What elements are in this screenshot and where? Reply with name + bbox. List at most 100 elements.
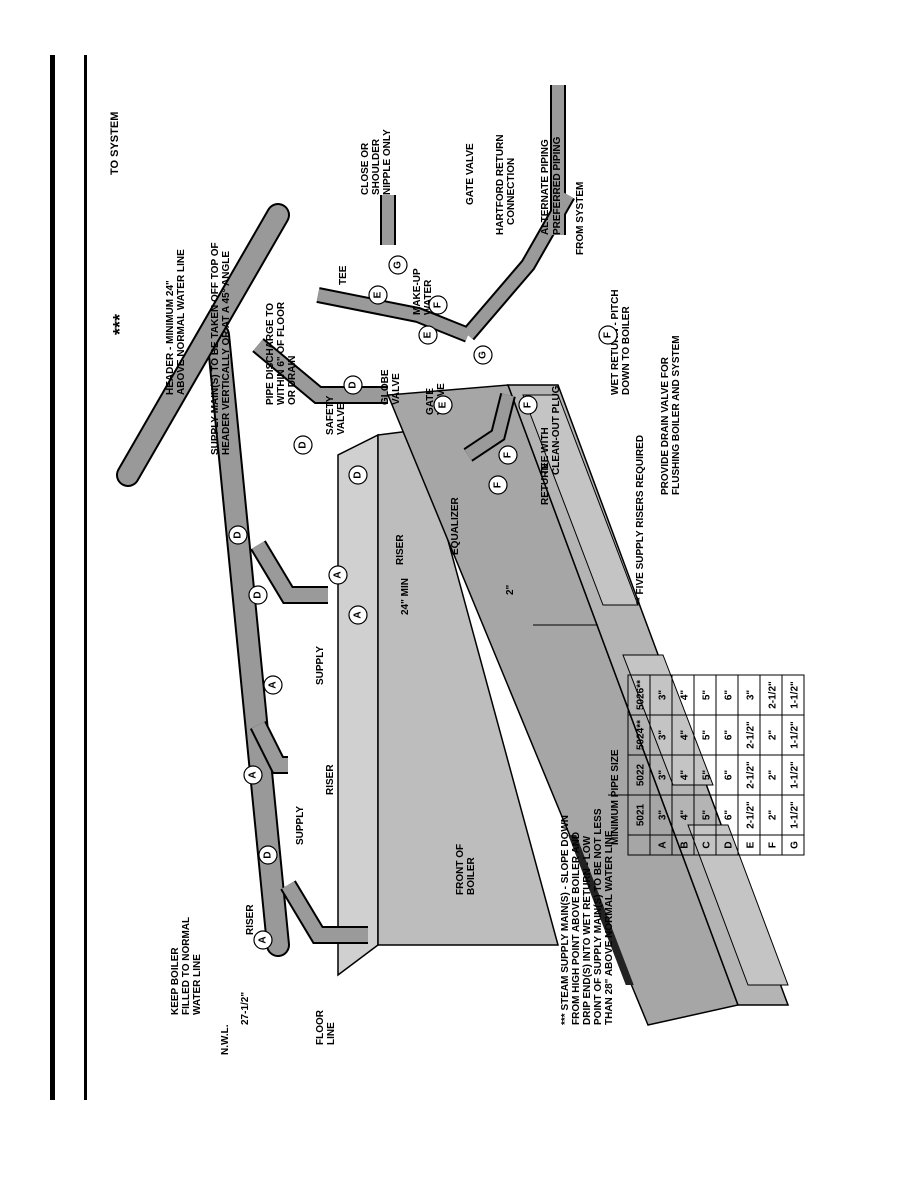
callout-circle: [598, 325, 618, 345]
callout-circle: [473, 345, 493, 365]
safety-valve-label: SAFETY: [325, 395, 336, 435]
pipe-table-cell: 4": [679, 730, 690, 741]
drain-valve-label-2: FLUSHING BOILER AND SYSTEM: [671, 335, 682, 495]
hartford-label: HARTFORD RETURN: [495, 134, 506, 235]
pipe-table-title: MINIMUM PIPE SIZE: [610, 749, 621, 845]
pipe-table-cell: 6": [723, 690, 734, 701]
gate-valve-top-label: GATE VALVE: [465, 143, 476, 205]
to-system-pipe: [116, 203, 290, 487]
callout-letter: F: [523, 402, 534, 408]
wet-return-label-2: DOWN TO BOILER: [621, 306, 632, 395]
pipe-size-table: MINIMUM PIPE SIZE 502150225024**5026**A3…: [610, 674, 805, 856]
pipe-discharge-label-3: OR DRAIN: [287, 356, 298, 405]
pipe-table-column-header: 5022: [635, 763, 646, 786]
pipe-table-column-header: 5021: [635, 803, 646, 826]
callout-letter: A: [353, 611, 364, 618]
pipe-table-row-key: E: [745, 841, 756, 848]
pipe-table-cell: 3": [657, 810, 668, 821]
right-margin-line: [84, 55, 87, 1100]
callout-letter: D: [233, 531, 244, 538]
tee-cleanout-label-2: CLEAN-OUT PLUG: [551, 385, 562, 475]
from-system-label: FROM SYSTEM: [575, 182, 586, 255]
pipe-table-cell: 5": [701, 690, 712, 701]
pipe-table-row-key: C: [701, 841, 712, 848]
pipe-table-cell: 6": [723, 730, 734, 741]
callout-letter: G: [393, 261, 404, 269]
callout-letter: D: [353, 471, 364, 478]
close-nipple-label-2: SHOULDER: [371, 138, 382, 195]
left-margin-bar: [50, 55, 55, 1100]
callout-letter: A: [248, 771, 259, 778]
to-system-label: TO SYSTEM: [109, 112, 121, 175]
callout-circle: [368, 285, 388, 305]
pipe-table-cell: 5": [701, 770, 712, 781]
hartford-label-2: CONNECTION: [506, 158, 517, 225]
drain-valve-label: PROVIDE DRAIN VALVE FOR: [660, 356, 671, 495]
globe-valve-label: GLOBE: [380, 369, 391, 405]
callout-circle: [348, 605, 368, 625]
close-nipple-label: CLOSE OR: [360, 142, 371, 195]
nwl-label: N.W.L.: [220, 1024, 231, 1055]
boiler-body: [337, 384, 790, 1026]
pipe-table-cell: 3": [657, 690, 668, 701]
floor-line-label: FLOOR: [315, 1009, 326, 1045]
boiler-piping-diagram: TO SYSTEM *** HEADER - MINIMUM 24" ABOVE…: [109, 85, 805, 1055]
pipe-table-cell: 6": [723, 810, 734, 821]
equalizer-fill: [316, 85, 574, 460]
pipe-table-cell: 4": [679, 810, 690, 821]
supply-main-label: SUPPLY MAIN(S) TO BE TAKEN OFF TOP OF: [210, 242, 221, 455]
safety-valve-label-2: VALVE: [336, 403, 347, 435]
rotated-drawing: TO SYSTEM *** HEADER - MINIMUM 24" ABOVE…: [109, 85, 805, 1055]
supply-main-label-2: HEADER VERTICALLY OR AT A 45° ANGLE: [221, 251, 232, 455]
keep-boiler-label-3: WATER LINE: [192, 954, 203, 1015]
callout-letter: E: [423, 331, 434, 338]
callout-letter: E: [438, 401, 449, 408]
dim27-label: 27-1/2": [240, 992, 251, 1025]
makeup-water-label-2: WATER: [423, 279, 434, 315]
note-line-5: THAN 28" ABOVE NORMAL WATER LINE: [604, 830, 615, 1025]
two-inch-label: 2": [505, 584, 516, 595]
header-pipe: [206, 323, 290, 957]
callout-circle: [293, 435, 313, 455]
callout-circle: [253, 930, 273, 950]
callout-circle: [388, 255, 408, 275]
pipe-table-cell: 4": [679, 770, 690, 781]
callout-letter: D: [298, 441, 309, 448]
equalizer-label: EQUALIZER: [450, 496, 461, 555]
callout-letter: D: [348, 381, 359, 388]
callout-circle: [228, 525, 248, 545]
callout-letter: A: [268, 681, 279, 688]
callout-circle: [243, 765, 263, 785]
pipe-table-cell: 2-1/2": [767, 681, 778, 709]
callout-circle: [263, 675, 283, 695]
globe-valve-label-2: VALVE: [391, 373, 402, 405]
pipe-table-cell: 1-1/2": [789, 801, 800, 829]
tee-cleanout-label: TEE WITH: [540, 427, 551, 475]
pipe-table-row-key: D: [723, 841, 734, 848]
front-boiler-label: FRONT OF: [455, 844, 466, 895]
pipe-table-cell: 4": [679, 690, 690, 701]
pipe-table-cell: 3": [657, 770, 668, 781]
tee-label: TEE: [338, 265, 349, 285]
callout-circle: [258, 845, 278, 865]
pipe-table-cell: 5": [701, 730, 712, 741]
pipe-table-cell: 3": [745, 690, 756, 701]
five-risers-label: ** FIVE SUPPLY RISERS REQUIRED: [635, 435, 646, 605]
return-label: RETURN: [540, 463, 551, 505]
callout-circle: [418, 325, 438, 345]
riser-label: RISER: [395, 534, 406, 565]
riser-label-2: RISER: [325, 764, 336, 795]
pipe-table-cell: 1-1/2": [789, 681, 800, 709]
pipe-table-cell: 2-1/2": [745, 801, 756, 829]
pipe-table-cell: 2-1/2": [745, 761, 756, 789]
callout-letter: E: [373, 291, 384, 298]
pipe-table-row-key: F: [767, 842, 778, 848]
callout-circle: [248, 585, 268, 605]
callout-letter: G: [478, 351, 489, 359]
callout-circle: [428, 295, 448, 315]
callout-letter: A: [258, 936, 269, 943]
makeup-water-label: MAKE-UP: [412, 268, 423, 315]
header-min-label: HEADER - MINIMUM 24": [165, 280, 176, 395]
